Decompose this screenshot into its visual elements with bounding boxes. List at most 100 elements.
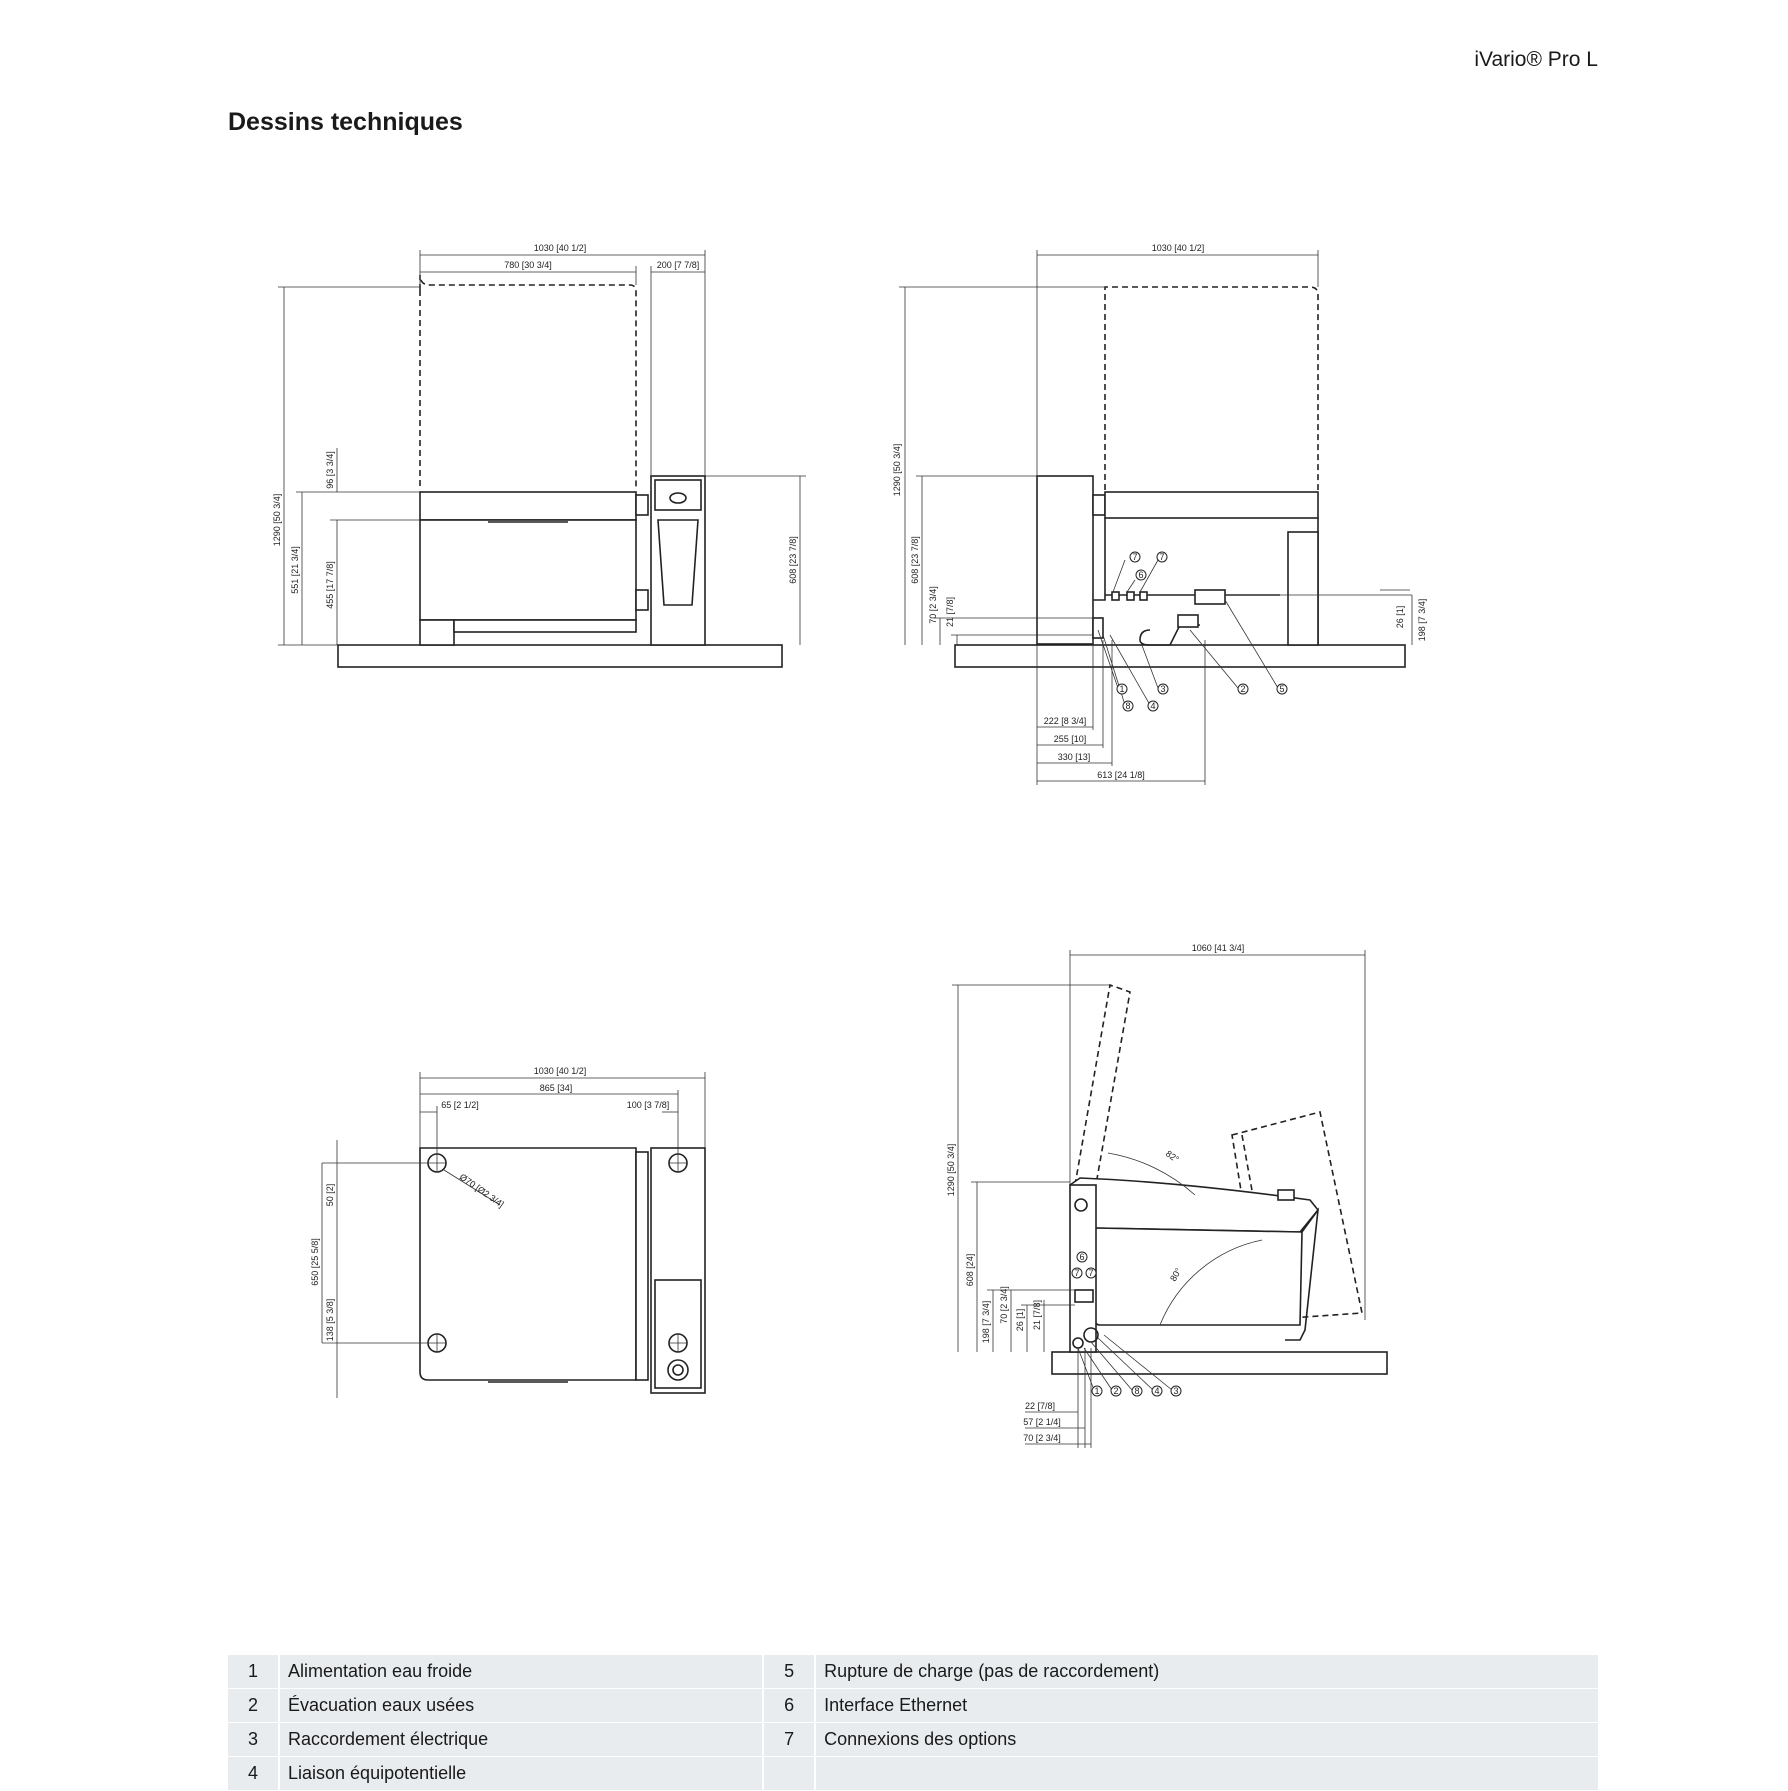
- lid-tilt-outline: [1074, 983, 1131, 1191]
- dim-top-65: 65 [2 1/2]: [441, 1100, 479, 1110]
- dim-tilt-198: 198 [7 3/4]: [981, 1301, 991, 1344]
- callout-8: [1131, 1385, 1143, 1397]
- callout-7-b: [1085, 1267, 1097, 1279]
- angle-arc-82: [1107, 1152, 1196, 1196]
- svg-text:4: 4: [1150, 701, 1155, 711]
- callout-3: [1170, 1385, 1182, 1397]
- svg-text:1: 1: [1094, 1386, 1099, 1396]
- dim-tilt-height: 1290 [50 3/4]: [946, 1144, 956, 1197]
- dim-front-width: 1030 [40 1/2]: [534, 243, 587, 253]
- dim-side-26: 26 [1]: [1395, 606, 1405, 629]
- svg-text:4: 4: [1154, 1386, 1159, 1396]
- callout-6: [1135, 569, 1147, 581]
- pan-body: [419, 519, 637, 621]
- control-panel: [654, 479, 702, 511]
- legend-text: Alimentation eau froide: [279, 1655, 765, 1689]
- page-title: Dessins techniques: [228, 108, 463, 136]
- legend-text: Connexions des options: [815, 1722, 1600, 1757]
- legend-table: 1 Alimentation eau froide 5 Rupture de c…: [228, 1655, 1600, 1791]
- column-knob-icon: [667, 1359, 689, 1381]
- dim-side-198: 198 [7 3/4]: [1417, 599, 1427, 642]
- legend-text: Rupture de charge (pas de raccordement): [815, 1655, 1600, 1689]
- dim-front-column-height: 608 [23 7/8]: [788, 536, 798, 584]
- dim-top-650: 650 [25 5/8]: [310, 1238, 320, 1286]
- callout-4: [1151, 1385, 1163, 1397]
- dim-front-column-width: 200 [7 7/8]: [657, 260, 700, 270]
- svg-text:82°: 82°: [1164, 1148, 1181, 1164]
- callout-1: [1116, 683, 1128, 695]
- side-view-drawing: 7 7 6 1 8 4 3 2 5 1030 [40 1/2] 1290 [50…: [892, 243, 1427, 785]
- legend-number: 1: [228, 1655, 280, 1689]
- svg-text:2: 2: [1240, 684, 1245, 694]
- dim-tilt-70b: 70 [2 3/4]: [1023, 1433, 1061, 1443]
- legend-number: 5: [763, 1655, 817, 1689]
- dim-side-height: 1290 [50 3/4]: [892, 444, 902, 497]
- lid-open-outline: [419, 274, 637, 490]
- legend-number: 3: [228, 1722, 280, 1757]
- legend-row: 3 Raccordement électrique 7 Connexions d…: [228, 1722, 1600, 1757]
- dim-top-hole-span: 865 [34]: [540, 1083, 573, 1093]
- legend-text: Évacuation eaux usées: [279, 1688, 765, 1723]
- callout-6: [1076, 1251, 1088, 1263]
- callout-7-a: [1071, 1267, 1083, 1279]
- dim-side-70: 70 [2 3/4]: [928, 586, 938, 624]
- legend-number: 2: [228, 1688, 280, 1723]
- legend-text: Interface Ethernet: [815, 1688, 1600, 1723]
- legend-text: Raccordement électrique: [279, 1722, 765, 1757]
- callout-2: [1237, 683, 1249, 695]
- callout-2: [1110, 1385, 1122, 1397]
- dim-tilt-26: 26 [1]: [1015, 1309, 1025, 1332]
- dim-top-100: 100 [3 7/8]: [627, 1100, 670, 1110]
- legend-row: 1 Alimentation eau froide 5 Rupture de c…: [228, 1655, 1600, 1689]
- svg-text:6: 6: [1138, 570, 1143, 580]
- legend-row: 2 Évacuation eaux usées 6 Interface Ethe…: [228, 1688, 1600, 1723]
- callout-4: [1147, 700, 1159, 712]
- svg-text:3: 3: [1160, 684, 1165, 694]
- callout-8: [1122, 700, 1134, 712]
- floor-hatch: [337, 644, 783, 668]
- stand-foot: [419, 619, 455, 646]
- dim-tilt-70: 70 [2 3/4]: [999, 1286, 1009, 1324]
- dim-side-255: 255 [10]: [1054, 734, 1087, 744]
- callout-5: [1276, 683, 1288, 695]
- legend-number: 7: [763, 1722, 817, 1757]
- legend-number: 4: [228, 1756, 280, 1791]
- svg-text:7: 7: [1074, 1268, 1079, 1278]
- top-view-drawing: 1030 [40 1/2] 865 [34] 65 [2 1/2] 100 [3…: [310, 1066, 706, 1398]
- callout-3: [1157, 683, 1169, 695]
- legend-text: [815, 1756, 1600, 1791]
- svg-text:8: 8: [1134, 1386, 1139, 1396]
- dim-side-width: 1030 [40 1/2]: [1152, 243, 1205, 253]
- dim-tilt-608: 608 [24]: [965, 1254, 975, 1287]
- pan-lid: [419, 491, 637, 521]
- svg-text:8: 8: [1125, 701, 1130, 711]
- legend-row: 4 Liaison équipotentielle: [228, 1756, 1600, 1791]
- product-name: iVario® Pro L: [1474, 48, 1598, 71]
- dim-front-height: 1290 [50 3/4]: [272, 494, 282, 547]
- svg-text:6: 6: [1079, 1252, 1084, 1262]
- svg-text:2: 2: [1113, 1386, 1118, 1396]
- svg-text:7: 7: [1132, 552, 1137, 562]
- svg-text:7: 7: [1088, 1268, 1093, 1278]
- legend-number: [763, 1756, 817, 1791]
- dim-front-rim-height: 551 [21 3/4]: [290, 546, 300, 594]
- angle-arc-80: [1159, 1239, 1263, 1326]
- dim-tilt-width: 1060 [41 3/4]: [1192, 943, 1245, 953]
- dim-front-body-height: 455 [17 7/8]: [325, 561, 335, 609]
- floor-hatch: [954, 644, 1406, 668]
- lid-open-outline: [1104, 286, 1319, 490]
- dim-tilt-21: 21 [7/8]: [1032, 1300, 1042, 1330]
- dim-side-330: 330 [13]: [1058, 752, 1091, 762]
- legend-text: Liaison équipotentielle: [279, 1756, 765, 1791]
- pan-tilt-outline: [1231, 1111, 1363, 1321]
- dim-side-222: 222 [8 3/4]: [1044, 716, 1087, 726]
- callout-7-b: [1156, 551, 1168, 563]
- svg-text:7: 7: [1159, 552, 1164, 562]
- svg-text:1: 1: [1119, 684, 1124, 694]
- legend-number: 6: [763, 1688, 817, 1723]
- top-pan-outline: [419, 1147, 637, 1381]
- side-column: [1036, 475, 1094, 645]
- dim-tilt-57: 57 [2 1/4]: [1023, 1417, 1061, 1427]
- dim-side-21: 21 [7/8]: [945, 597, 955, 627]
